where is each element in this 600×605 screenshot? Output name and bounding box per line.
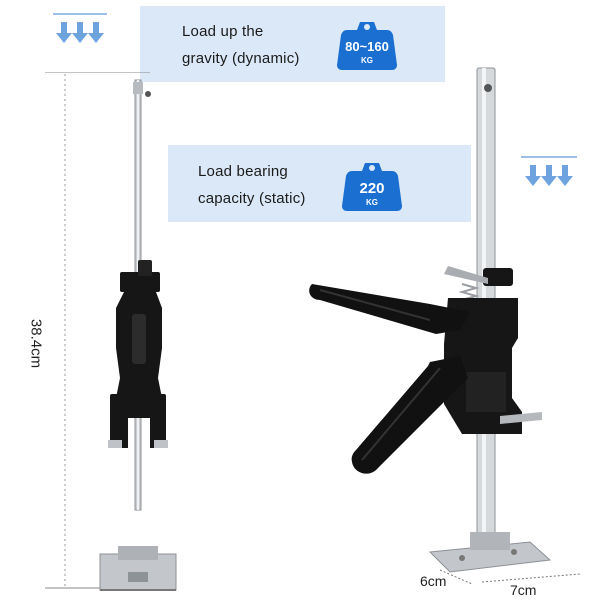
dynamic-load-line2: gravity (dynamic)	[182, 50, 300, 67]
dynamic-badge-value: 80~160	[345, 39, 389, 54]
base-dimension-lines	[420, 560, 590, 605]
kettlebell-weight-icon	[337, 22, 397, 70]
base-width-label: 7cm	[510, 582, 537, 598]
weight-badge-dynamic: 80~160 KG	[336, 18, 398, 70]
static-load-line2: capacity (static)	[198, 190, 306, 207]
down-arrows-icon	[52, 12, 108, 53]
kettlebell-weight-icon	[342, 163, 402, 211]
static-badge-unit: KG	[366, 198, 378, 207]
lifter-angled-view	[300, 62, 560, 587]
static-load-panel: Load bearing capacity (static) 220 KG	[168, 145, 471, 222]
dynamic-load-label: Load up the gravity (dynamic)	[182, 18, 300, 72]
height-dimension-label: 38.4cm	[27, 318, 45, 369]
lifter-front-view	[90, 76, 200, 601]
base-depth-label: 6cm	[420, 573, 447, 589]
weight-badge-static: 220 KG	[341, 159, 403, 211]
static-load-line1: Load bearing	[198, 163, 288, 180]
static-load-label: Load bearing capacity (static)	[198, 158, 306, 212]
down-arrows-icon-right	[520, 155, 578, 196]
dynamic-load-line1: Load up the	[182, 23, 264, 40]
dynamic-badge-unit: KG	[361, 56, 373, 65]
dynamic-load-panel: Load up the gravity (dynamic) 80~160 KG	[140, 6, 445, 82]
static-badge-value: 220	[359, 180, 384, 197]
